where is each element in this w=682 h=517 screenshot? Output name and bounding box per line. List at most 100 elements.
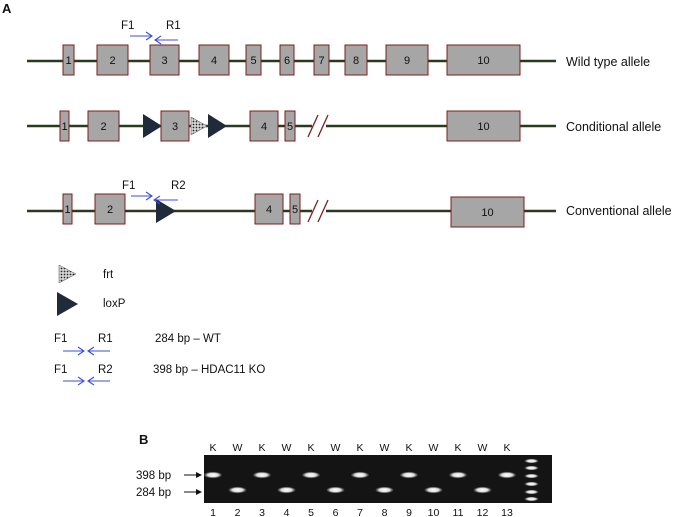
legend-wt-forward-label: F1 [54, 333, 67, 345]
gel-band [228, 486, 247, 494]
legend-loxp-icon [57, 292, 78, 316]
wt-exon-2: 2 [96, 44, 129, 76]
cond-exon-1: 1 [59, 110, 70, 142]
gel-genotype-label: K [503, 442, 510, 454]
svg-text:5: 5 [287, 121, 293, 133]
legend-ko-product: 398 bp – HDAC11 KO [153, 364, 265, 376]
wt-exon-4: 4 [198, 44, 230, 76]
gel-lane-number: 10 [428, 507, 440, 517]
gel-band [375, 486, 394, 494]
gel-genotype-label: K [356, 442, 363, 454]
ladder-band [524, 458, 539, 464]
cond-exon-4: 4 [249, 110, 279, 142]
legend-loxp-label: loxP [103, 298, 126, 310]
svg-text:9: 9 [404, 55, 410, 67]
ladder-band [524, 489, 539, 495]
gel-lane-number: 1 [210, 507, 216, 517]
gel-genotype-label: W [282, 442, 292, 454]
gel-genotype-label: K [405, 442, 412, 454]
legend-ko-reverse-arrow [87, 376, 110, 386]
legend-frt-icon [58, 264, 77, 284]
conv-exon-4: 4 [254, 193, 284, 225]
primer-r1-arrow-wt [154, 35, 178, 45]
svg-text:7: 7 [318, 55, 324, 67]
gel-lane-number: 4 [284, 507, 290, 517]
gel-lane-number: 5 [308, 507, 314, 517]
wt-exon-10: 10 [446, 44, 521, 76]
svg-text:5: 5 [292, 204, 298, 216]
wild-type-allele-label: Wild type allele [566, 55, 650, 69]
svg-text:6: 6 [284, 55, 290, 67]
gel-band [302, 471, 320, 479]
gel-band [277, 486, 296, 494]
wt-exon-8: 8 [344, 44, 368, 76]
conventional-allele: 1 2 4 5 10 Conventional allele F1 R2 [27, 180, 672, 228]
primer-f1-arrow-wt [130, 31, 153, 41]
marker-398-arrow [184, 472, 202, 478]
panel-a-label: A [2, 1, 12, 16]
gel-lane-number: 13 [501, 507, 513, 517]
gel-lane-number: 8 [382, 507, 388, 517]
svg-text:10: 10 [477, 121, 489, 133]
svg-text:8: 8 [353, 55, 359, 67]
legend-frt-label: frt [103, 269, 114, 281]
legend-wt-reverse-arrow [87, 346, 110, 356]
conv-exon-10: 10 [450, 196, 525, 228]
legend-ko-reverse-label: R2 [98, 364, 113, 376]
legend: frt loxP F1 R1 284 bp – WT F1 R2 398 bp … [54, 264, 265, 386]
gel-genotype-label: W [331, 442, 341, 454]
cond-exon-5: 5 [284, 110, 296, 142]
conv-loxp-icon [156, 199, 176, 223]
gel-bands [204, 458, 539, 502]
gel-genotype-label: K [258, 442, 265, 454]
gel-band [204, 471, 222, 479]
legend-wt-reverse-label: R1 [98, 333, 113, 345]
gel-genotype-label: K [454, 442, 461, 454]
gel-genotype-label: W [478, 442, 488, 454]
svg-text:3: 3 [161, 55, 167, 67]
svg-text:1: 1 [61, 121, 67, 133]
ladder-band [524, 496, 539, 502]
conv-exon-2: 2 [94, 193, 126, 225]
gel-band [424, 486, 443, 494]
marker-284-label: 284 bp [136, 487, 171, 499]
gel-genotype-label: W [429, 442, 439, 454]
svg-text:2: 2 [109, 55, 115, 67]
wt-exon-7: 7 [313, 44, 330, 76]
conv-exon-1: 1 [62, 193, 73, 225]
marker-284-arrow [184, 489, 202, 495]
cond-frt-icon [190, 116, 208, 136]
panel-b-label: B [139, 432, 148, 447]
conventional-allele-label: Conventional allele [566, 204, 672, 218]
legend-wt-forward-arrow [63, 346, 85, 356]
ladder-band [524, 465, 539, 471]
svg-text:4: 4 [211, 55, 217, 67]
gel-lane-number: 7 [357, 507, 363, 517]
gel-band [498, 471, 516, 479]
conditional-allele-label: Conditional allele [566, 120, 661, 134]
gel-lane-number: 3 [259, 507, 265, 517]
gel-lane-number: 2 [235, 507, 241, 517]
cond-loxp-1-icon [143, 114, 162, 138]
svg-text:10: 10 [481, 207, 493, 219]
svg-text:10: 10 [477, 55, 489, 67]
svg-text:2: 2 [107, 204, 113, 216]
wild-type-allele: 1 2 3 4 5 6 7 8 9 10 Wild type allele F1… [27, 20, 650, 76]
primer-f1-label-ko: F1 [122, 180, 135, 192]
gel-genotype-label: W [380, 442, 390, 454]
primer-r2-arrow-ko [153, 195, 178, 205]
gel-lane-number: 6 [333, 507, 339, 517]
gel-band [400, 471, 418, 479]
cond-exon-2: 2 [87, 110, 120, 142]
wt-exon-3: 3 [149, 44, 180, 76]
gel-image [204, 455, 552, 503]
wt-exon-1: 1 [62, 44, 75, 76]
wt-exon-6: 6 [279, 44, 295, 76]
conv-break-mark [307, 199, 329, 223]
legend-ko-forward-label: F1 [54, 364, 67, 376]
gel-lane-number: 11 [453, 507, 464, 517]
primer-r2-label-ko: R2 [171, 180, 186, 192]
